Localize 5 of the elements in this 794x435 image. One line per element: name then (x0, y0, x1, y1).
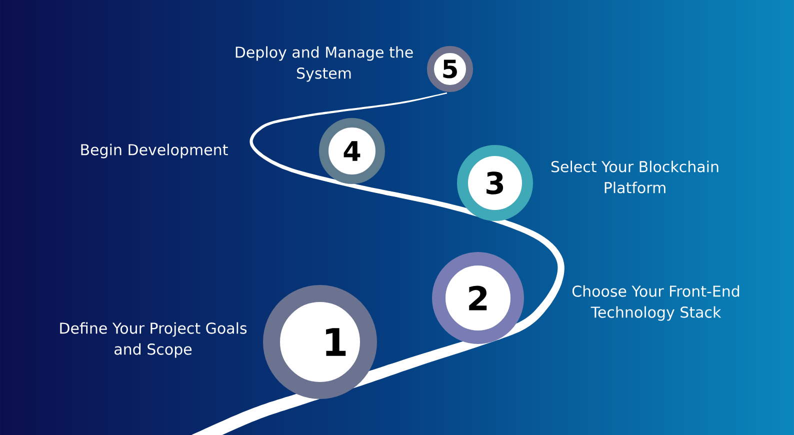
step-label: Choose Your Front-End Technology Stack (572, 285, 740, 321)
step-label: Define Your Project Goals and Scope (60, 322, 247, 358)
step-label: Select Your Blockchain Platform (551, 160, 718, 194)
step-label: Deploy and Manage the System (236, 46, 413, 82)
step-label: Begin Development (81, 144, 228, 158)
